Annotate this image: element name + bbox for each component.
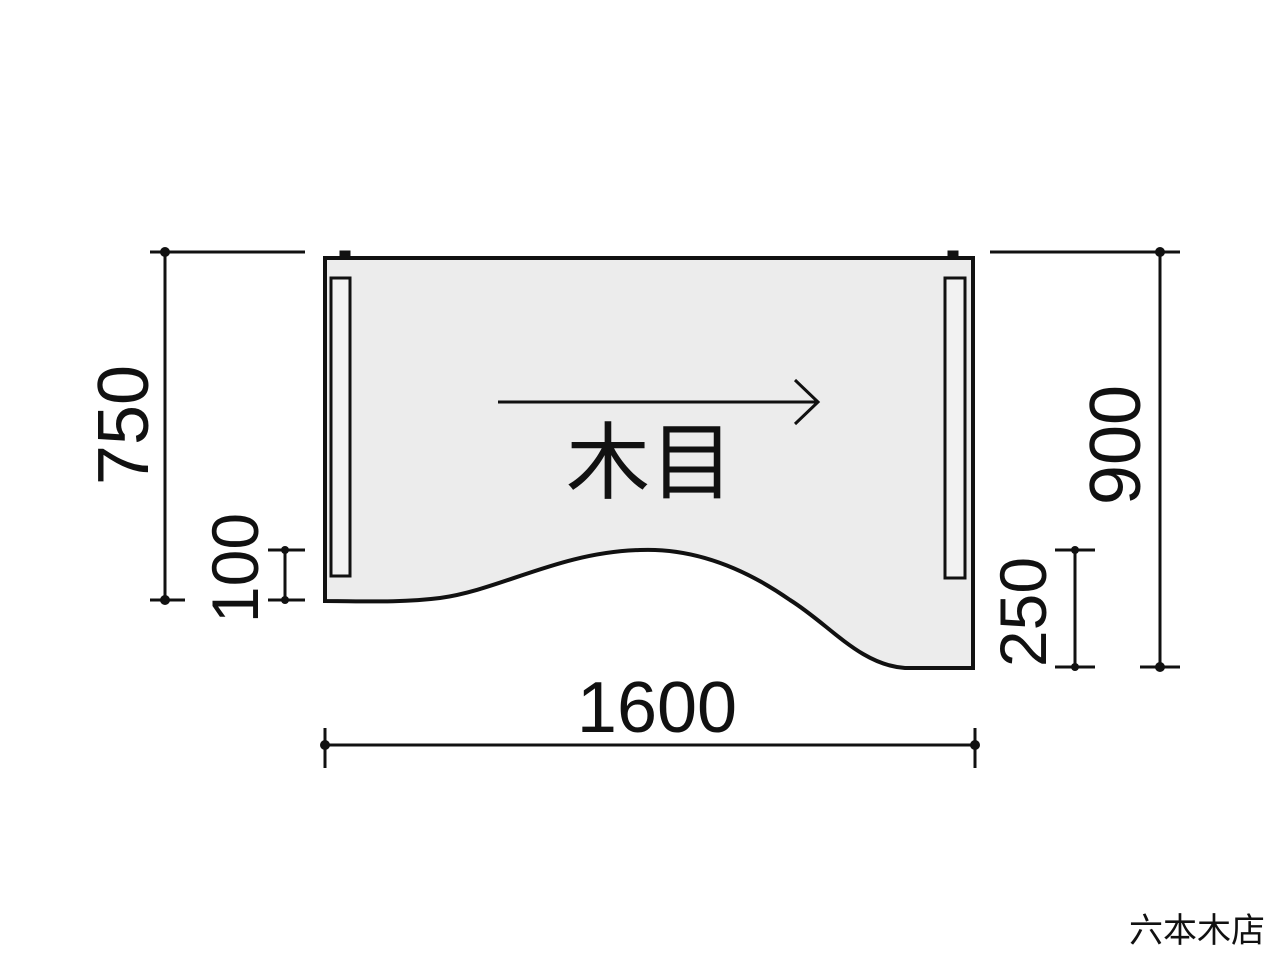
right-panel-strip bbox=[943, 276, 967, 580]
right-depth-label: 900 bbox=[1076, 385, 1156, 505]
grain-label: 木目 bbox=[566, 414, 734, 512]
right-tab bbox=[947, 250, 959, 259]
width-label: 1600 bbox=[577, 668, 737, 748]
left-cut-label: 100 bbox=[198, 513, 272, 623]
left-depth-label: 750 bbox=[84, 365, 164, 485]
dimension-line-right-cut bbox=[1055, 548, 1095, 669]
grain-arrow-icon bbox=[498, 378, 821, 426]
desk-top-shape bbox=[323, 256, 975, 670]
store-label: 六本木店 bbox=[1129, 911, 1265, 951]
left-tab bbox=[339, 250, 351, 259]
dimension-line-left-cut bbox=[268, 548, 305, 602]
left-panel-strip bbox=[329, 276, 352, 578]
right-cut-label: 250 bbox=[986, 557, 1060, 667]
